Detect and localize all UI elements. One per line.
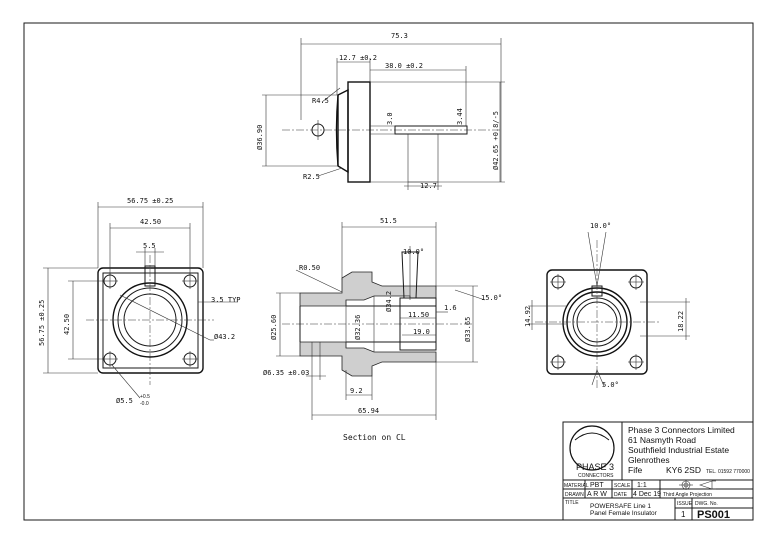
dwg-number: PS001 — [697, 509, 730, 521]
dim-left-4250a: 42.50 — [140, 218, 161, 226]
projection-label: Third Angle Projection — [663, 492, 712, 498]
dim-r45: R4.5 — [312, 97, 329, 105]
company-name: Phase 3 Connectors Limited — [628, 425, 735, 435]
third-angle-projection-icon — [679, 480, 716, 490]
left-view: 56.75 ±0.25 42.50 5.5 3.5 TYP Ø43.2 Ø5.5… — [38, 197, 241, 407]
dim-overall: 75.3 — [391, 32, 408, 40]
dim-sec-635: Ø6.35 ±0.03 — [263, 369, 309, 377]
sheet-border — [23, 22, 754, 521]
dim-sec-190: 19.0 — [413, 328, 430, 336]
material-label: MATERIAL — [564, 483, 589, 489]
dim-sec-3365: Ø33.65 — [464, 317, 472, 342]
dim-sec-16: 1.6 — [444, 304, 457, 312]
dwg-label: DWG. No. — [695, 501, 718, 507]
dim-sec-515: 51.5 — [380, 217, 397, 225]
dim-left-4250b: 42.50 — [63, 314, 71, 335]
dim-sec-r050: R0.50 — [299, 264, 320, 272]
dim-sec-dtop: Ø34.2 — [385, 291, 393, 312]
dim-right-1492: 14.92 — [524, 306, 532, 327]
dim-127b: 12.7 — [420, 182, 437, 190]
issue-label: ISSUE — [677, 501, 693, 507]
dim-344: 3.44 — [456, 108, 464, 125]
title-label: TITLE — [565, 500, 579, 506]
dim-dia42: Ø42.65 +0.8/-5 — [492, 111, 500, 170]
dim-sec-10deg: 10.0° — [403, 248, 424, 256]
right-view: 10.0° 5.0° 14.92 18.22 — [524, 222, 690, 390]
dim-left-35typ: 3.5 TYP — [211, 296, 241, 304]
dim-sec-3236: Ø32.36 — [354, 315, 362, 340]
date-value: 4 Dec 19 — [633, 491, 661, 498]
logo-text: PHASE 3 — [576, 462, 614, 472]
drawn-label: DRAWN — [565, 492, 584, 498]
section-label: Section on CL — [343, 433, 406, 442]
top-view: 75.3 12.7 ±0.2 38.0 ±0.2 R4.5 R2.5 12.7 … — [256, 32, 505, 190]
dim-sec-2560: Ø25.60 — [270, 315, 278, 340]
date-label: DATE — [614, 492, 628, 498]
dim-sec-1150: 11.50 — [408, 311, 429, 319]
dim-sec-15deg: 15.0° — [481, 294, 502, 302]
dim-right-5deg: 5.0° — [602, 381, 619, 389]
dim-left-hole-plus: +0.5 — [140, 394, 150, 400]
title-block: PHASE 3 CONNECTORS Phase 3 Connectors Li… — [562, 421, 754, 521]
dim-left-432: Ø43.2 — [214, 333, 235, 341]
company-tel: TEL. 01592 770000 — [706, 469, 750, 475]
company-address1: 61 Nasmyth Road — [628, 435, 696, 445]
dim-r25: R2.5 — [303, 173, 320, 181]
company-address2: Southfield Industrial Estate — [628, 445, 729, 455]
dim-30: 3.0 — [386, 112, 394, 125]
dim-left-height: 56.75 ±0.25 — [38, 300, 46, 346]
material-value: PBT — [590, 482, 604, 489]
dim-left-55: 5.5 — [143, 242, 156, 250]
dim-left-width: 56.75 ±0.25 — [127, 197, 173, 205]
dim-right-10deg: 10.0° — [590, 222, 611, 230]
company-postcode: KY6 2SD — [666, 465, 701, 475]
dim-sec-6594: 65.94 — [358, 407, 379, 415]
scale-label: SCALE — [614, 483, 631, 489]
dim-body: 38.0 ±0.2 — [385, 62, 423, 70]
company-address3: Glenrothes — [628, 455, 670, 465]
dim-left-hole-minus: -0.0 — [140, 401, 149, 407]
company-county: Fife — [628, 465, 642, 475]
title-line1: POWERSAFE Line 1 — [590, 503, 651, 510]
scale-value: 1:1 — [637, 482, 647, 489]
dim-dia36: Ø36.90 — [256, 125, 264, 150]
dim-left-hole: Ø5.5 — [116, 397, 133, 405]
company-logo: PHASE 3 CONNECTORS — [569, 425, 615, 479]
issue-value: 1 — [681, 510, 686, 519]
logo-sub: CONNECTORS — [578, 473, 614, 479]
dim-right-1822: 18.22 — [677, 311, 685, 332]
title-line2: Panel Female Insulator — [590, 510, 658, 517]
dim-flange: 12.7 ±0.2 — [339, 54, 377, 62]
section-view: 51.5 R0.50 10.0° 11.50 1.6 19.0 15.0° Ø6… — [263, 217, 502, 442]
dim-sec-92: 9.2 — [350, 387, 363, 395]
drawn-value: A R W — [587, 491, 607, 498]
